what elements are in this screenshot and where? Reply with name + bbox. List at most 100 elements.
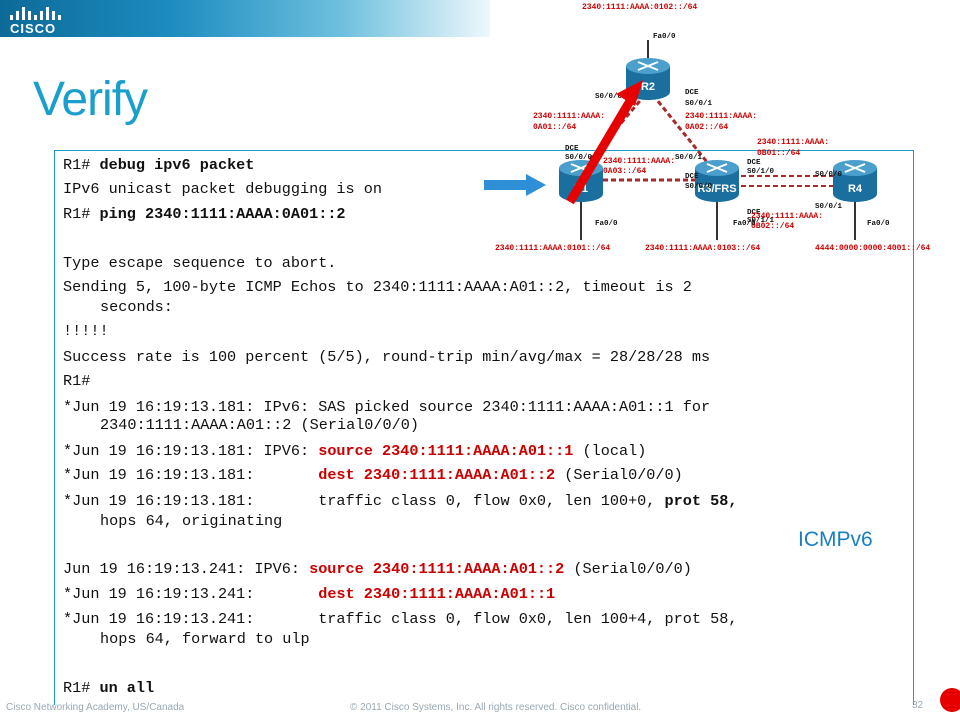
console-text: (Serial0/0/0) xyxy=(564,560,692,578)
console-text: R1# xyxy=(63,205,100,223)
highlight-arrow-head xyxy=(616,80,643,106)
console-text: !!!!! xyxy=(63,322,109,340)
console-line: IPv6 unicast packet debugging is on xyxy=(63,180,382,198)
diagram-label: DCE xyxy=(685,89,699,97)
console-text: Type escape sequence to abort. xyxy=(63,254,337,272)
router-label: R4 xyxy=(848,183,863,195)
console-text: prot 58, xyxy=(664,492,738,510)
diagram-label: 2340:1111:AAAA: xyxy=(603,157,675,166)
diagram-label: DCE xyxy=(747,159,761,167)
console-line: Jun 19 16:19:13.241: IPV6: source 2340:1… xyxy=(63,560,692,578)
console-box xyxy=(54,150,914,705)
console-text: *Jun 19 16:19:13.181: xyxy=(63,466,319,484)
header-banner: CISCO xyxy=(0,0,490,37)
console-line: *Jun 19 16:19:13.181: dest 2340:1111:AAA… xyxy=(63,466,683,484)
slide-title: Verify xyxy=(33,73,148,126)
console-text: dest 2340:1111:AAAA:A01::1 xyxy=(318,585,556,603)
console-text: debug ipv6 packet xyxy=(99,156,255,174)
console-text: (Serial0/0/0) xyxy=(555,466,683,484)
diagram-label: DCE xyxy=(747,209,761,217)
console-text: seconds: xyxy=(100,298,173,316)
diagram-label: S0/1/1 xyxy=(747,217,775,225)
router-icon: R3/FRS xyxy=(695,160,739,202)
console-text: source 2340:1111:AAAA:A01::2 xyxy=(309,560,565,578)
console-line: R1# ping 2340:1111:AAAA:0A01::2 xyxy=(63,205,346,223)
console-text: 2340:1111:AAAA:A01::2 (Serial0/0/0) xyxy=(100,416,419,434)
console-line: Success rate is 100 percent (5/5), round… xyxy=(63,348,710,366)
diagram-label: 2340:1111:AAAA:0102::/64 xyxy=(582,3,697,12)
diagram-label: 2340:1111:AAAA: xyxy=(757,138,829,147)
footer-left: Cisco Networking Academy, US/Canada xyxy=(6,702,185,713)
console-text: *Jun 19 16:19:13.241: xyxy=(63,585,319,603)
console-line: R1# un all xyxy=(63,679,154,697)
console-text: hops 64, forward to ulp xyxy=(100,630,310,648)
pointer-arrow-icon xyxy=(484,174,546,196)
diagram-label: 2340:1111:AAAA:0101::/64 xyxy=(495,244,610,253)
console-text: *Jun 19 16:19:13.181: traffic class 0, f… xyxy=(63,492,665,510)
console-text: dest 2340:1111:AAAA:A01::2 xyxy=(318,466,556,484)
console-text: IPv6 unicast packet debugging is on xyxy=(63,180,382,198)
router-label: R2 xyxy=(641,81,655,93)
console-text: R1# xyxy=(63,372,91,390)
console-text: Jun 19 16:19:13.241: IPV6: xyxy=(63,560,310,578)
diagram-label: 0B01::/64 xyxy=(757,149,800,158)
diagram-label: S0/0/1 xyxy=(815,203,843,211)
diagram-label: 0B02::/64 xyxy=(751,222,794,231)
diagram-label: Fa0/0 xyxy=(653,33,676,41)
console-text: source 2340:1111:AAAA:A01::1 xyxy=(318,442,574,460)
diagram-label: S0/0/0 xyxy=(595,93,623,101)
diagram-label: Fa0/0 xyxy=(733,220,756,228)
diagram-label: 4444:0000:0000:4001::/64 xyxy=(815,244,930,253)
console-text: R1# xyxy=(63,679,100,697)
logo-text: CISCO xyxy=(10,21,57,36)
console-line: *Jun 19 16:19:13.241: dest 2340:1111:AAA… xyxy=(63,585,555,603)
console-text: R1# xyxy=(63,156,100,174)
diagram-label: DCE xyxy=(565,145,579,153)
highlight-arrow-shaft xyxy=(566,93,637,205)
console-line: !!!!! xyxy=(63,322,109,340)
diagram-label: 2340:1111:AAAA: xyxy=(533,112,605,121)
icmpv6-annotation: ICMPv6 xyxy=(798,528,873,551)
console-line: Sending 5, 100-byte ICMP Echos to 2340:1… xyxy=(63,278,692,296)
console-line: 2340:1111:AAAA:A01::2 (Serial0/0/0) xyxy=(63,416,419,434)
diagram-label: DCE xyxy=(685,173,699,181)
diagram-label: 0A01::/64 xyxy=(533,123,576,132)
console-line: R1# xyxy=(63,372,90,390)
diagram-label: S0/1/0 xyxy=(747,168,775,176)
page-number: 32 xyxy=(912,700,924,711)
console-text: un all xyxy=(99,679,155,697)
diagram-label: 2340:1111:AAAA:0103::/64 xyxy=(645,244,760,253)
diagram-label: S0/0/1 xyxy=(675,154,703,162)
cisco-logo: CISCO xyxy=(7,4,67,36)
console-text: Sending 5, 100-byte ICMP Echos to 2340:1… xyxy=(63,278,692,296)
diagram-label: S0/0/0 xyxy=(685,183,713,191)
console-line: hops 64, originating xyxy=(63,512,282,530)
diagram-label: 2340:1111:AAAA: xyxy=(685,112,757,121)
footer-copyright: © 2011 Cisco Systems, Inc. All rights re… xyxy=(350,702,642,713)
router-label: R3/FRS xyxy=(697,183,736,195)
console-line: R1# debug ipv6 packet xyxy=(63,156,254,174)
console-text: hops 64, originating xyxy=(100,512,283,530)
console-text: ping 2340:1111:AAAA:0A01::2 xyxy=(99,205,346,223)
console-line: hops 64, forward to ulp xyxy=(63,630,310,648)
console-line: *Jun 19 16:19:13.181: IPv6: SAS picked s… xyxy=(63,398,710,416)
red-dot-icon xyxy=(940,688,960,712)
router-icon: R4 xyxy=(833,160,877,202)
diagram-label: 0A02::/64 xyxy=(685,123,728,132)
console-text: Success rate is 100 percent (5/5), round… xyxy=(63,348,711,366)
console-line: *Jun 19 16:19:13.181: traffic class 0, f… xyxy=(63,492,737,510)
console-line: *Jun 19 16:19:13.181: IPV6: source 2340:… xyxy=(63,442,646,460)
console-line: *Jun 19 16:19:13.241: traffic class 0, f… xyxy=(63,610,737,628)
diagram-label: S0/0/0 xyxy=(565,154,593,162)
console-text: (local) xyxy=(573,442,647,460)
console-line: Type escape sequence to abort. xyxy=(63,254,336,272)
console-text: *Jun 19 16:19:13.181: IPv6: SAS picked s… xyxy=(63,398,711,416)
diagram-label: S0/0/1 xyxy=(685,100,713,108)
diagram-label: S0/0/0 xyxy=(815,171,843,179)
console-text: *Jun 19 16:19:13.181: IPV6: xyxy=(63,442,319,460)
diagram-label: 0A03::/64 xyxy=(603,167,646,176)
diagram-label: Fa0/0 xyxy=(595,220,618,228)
diagram-label: Fa0/0 xyxy=(867,220,890,228)
console-line: seconds: xyxy=(63,298,173,316)
